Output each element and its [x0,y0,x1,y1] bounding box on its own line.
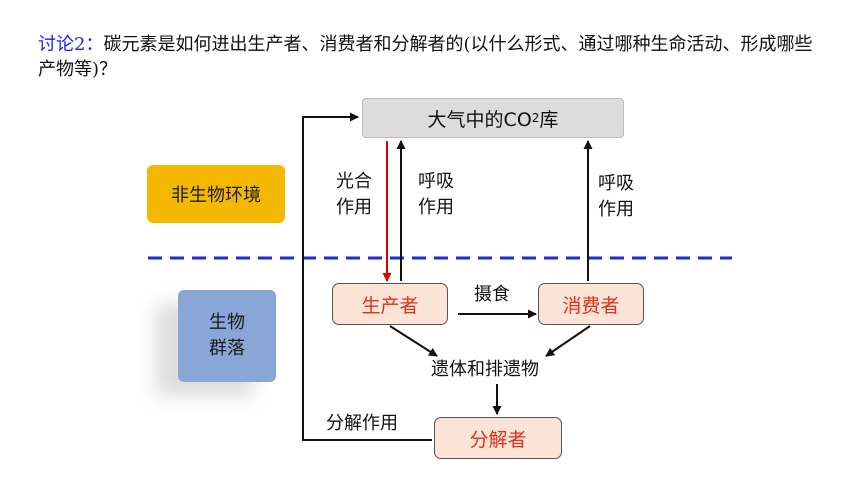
atmosphere-subscript: 2 [531,111,540,125]
producer-box: 生产者 [332,283,448,325]
decomposition-label: 分解作用 [326,413,398,434]
community-line-2: 群落 [209,338,245,359]
abiotic-environment-zone: 非生物环境 [147,165,285,223]
question-text: 碳元素是如何进出生产者、消费者和分解者的(以什么形式、通过哪种生命活动、形成哪些… [38,34,813,80]
consumer-respiration-label-line-2: 作用 [598,199,634,220]
producer-respiration-label-line-1: 呼吸 [418,171,454,192]
decomposer-box: 分解者 [434,417,562,459]
decomposition-arrow [302,112,432,441]
consumer-respiration-label-line-1: 呼吸 [598,173,634,194]
photosynthesis-label-line-1: 光合 [336,171,372,192]
atmosphere-suffix: 库 [539,108,559,131]
producer-remains-arrow [389,325,438,357]
producer-respiration-label-line-2: 作用 [418,197,454,218]
producer-respiration-label: 呼吸 作用 [418,169,454,221]
feeding-label: 摄食 [474,284,510,305]
atmosphere-label: 大气中的CO [427,108,532,131]
discussion-question: 讨论2：碳元素是如何进出生产者、消费者和分解者的(以什么形式、通过哪种生命活动、… [38,32,828,82]
community-line-1: 生物 [209,312,245,333]
consumer-box: 消费者 [538,283,644,325]
question-label: 讨论2： [38,34,104,55]
photosynthesis-label: 光合 作用 [336,169,372,221]
consumer-respiration-label: 呼吸 作用 [598,171,634,223]
biotic-community-zone: 生物 群落 [178,290,276,382]
consumer-remains-arrow [545,325,591,357]
photosynthesis-label-line-2: 作用 [336,197,372,218]
remains-label: 遗体和排遗物 [431,359,539,380]
